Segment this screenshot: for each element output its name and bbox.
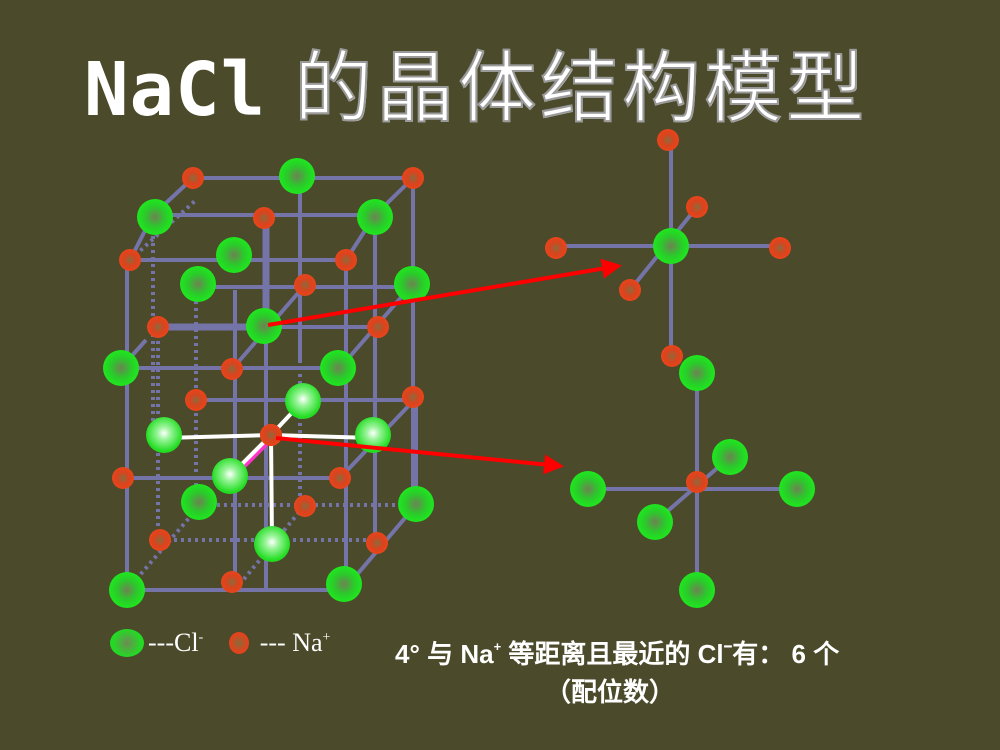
- na-ion: [402, 167, 424, 189]
- coordination-bond: [269, 434, 274, 545]
- na-ion: [147, 316, 169, 338]
- na-ion: [402, 386, 424, 408]
- cl-ion-center: [653, 228, 689, 264]
- cl-ion: [570, 471, 606, 507]
- legend-na-label: --- Na+: [259, 628, 331, 657]
- na-ion: [686, 196, 708, 218]
- cl-ion: [279, 158, 315, 194]
- cl-ion: [326, 566, 362, 602]
- cl-ion-neighbor: [355, 417, 391, 453]
- na-ion: [366, 532, 388, 554]
- na-ion: [367, 316, 389, 338]
- cl-ion: [398, 486, 434, 522]
- coordination-bond: [163, 433, 272, 440]
- cl-ion: [679, 355, 715, 391]
- legend: ---Cl- --- Na+: [110, 628, 330, 658]
- cl-ion: [137, 199, 173, 235]
- arrow: [275, 436, 564, 475]
- na-ion-center: [686, 471, 708, 493]
- hidden-bond-line: [233, 503, 307, 592]
- cl-ion: [357, 199, 393, 235]
- legend-cl-label: ---Cl-: [148, 628, 204, 657]
- na-ion: [335, 249, 357, 271]
- na-ion: [661, 345, 683, 367]
- cl-ion-neighbor: [254, 526, 290, 562]
- note-line-1: 4° 与 Na+ 等距离且最近的 Clˉ有： 6 个: [395, 639, 840, 669]
- na-ion: [119, 249, 141, 271]
- cl-ion: [320, 350, 356, 386]
- pointer-arrows: [267, 258, 622, 475]
- cl-ion: [712, 439, 748, 475]
- cl-ion-neighbor: [212, 458, 248, 494]
- cl-ion: [109, 572, 145, 608]
- cl-ion: [180, 266, 216, 302]
- lattice-atoms: [103, 158, 434, 608]
- cl-ion-neighbor: [285, 383, 321, 419]
- cl-ion: [103, 350, 139, 386]
- octahedron-na-center: [570, 355, 815, 608]
- cl-ion: [779, 471, 815, 507]
- na-ion: [769, 237, 791, 259]
- coordination-note: 4° 与 Na+ 等距离且最近的 Clˉ有： 6 个 （配位数）: [395, 628, 985, 711]
- cl-ion-icon: [110, 629, 144, 657]
- na-ion: [294, 495, 316, 517]
- na-ion-center: [260, 424, 282, 446]
- na-ion: [221, 358, 243, 380]
- page-title: NaCl 的晶体结构模型: [84, 26, 868, 138]
- cl-ion: [679, 572, 715, 608]
- cl-ion: [216, 237, 252, 273]
- cl-ion: [394, 266, 430, 302]
- cl-ion: [637, 504, 673, 540]
- cl-ion: [246, 308, 282, 344]
- na-ion: [253, 207, 275, 229]
- na-ion-icon: [229, 632, 250, 654]
- na-ion: [619, 279, 641, 301]
- cl-ion-neighbor: [146, 417, 182, 453]
- title-formula: NaCl: [84, 47, 267, 133]
- title-text: 的晶体结构模型: [293, 43, 869, 135]
- arrow: [267, 258, 622, 327]
- na-ion: [329, 467, 351, 489]
- octahedron-cl-center: [545, 129, 791, 367]
- na-ion: [657, 129, 679, 151]
- na-ion: [149, 529, 171, 551]
- na-ion: [545, 237, 567, 259]
- cl-ion: [181, 484, 217, 520]
- na-ion: [112, 467, 134, 489]
- na-ion: [294, 274, 316, 296]
- note-line-2: （配位数）: [545, 677, 676, 707]
- na-ion: [221, 571, 243, 593]
- na-ion: [182, 167, 204, 189]
- na-ion: [185, 389, 207, 411]
